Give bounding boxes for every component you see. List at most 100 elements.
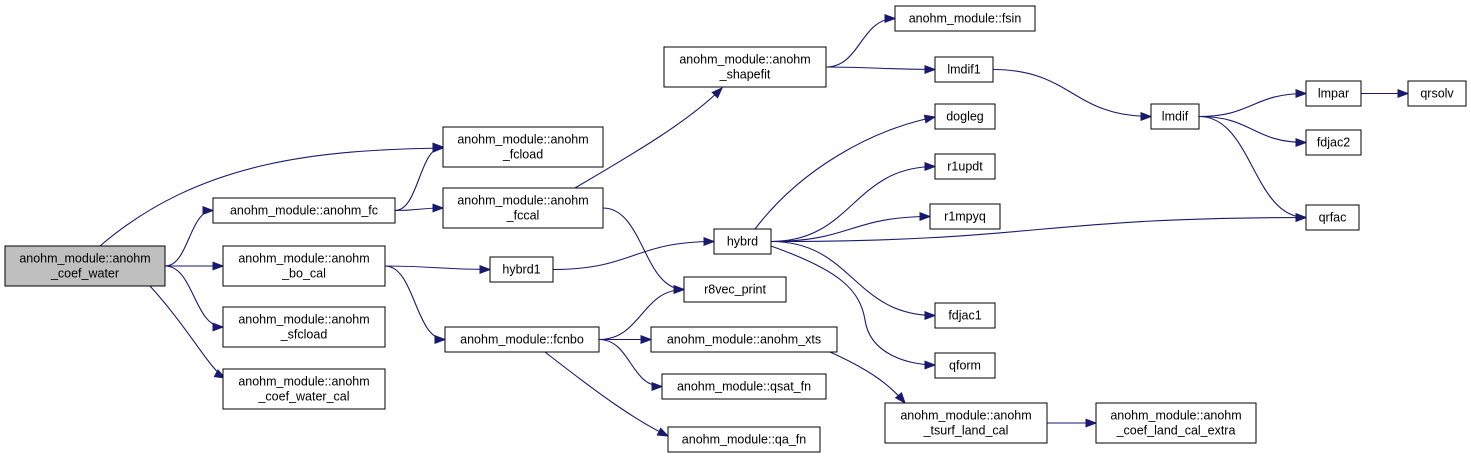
node-label: dogleg xyxy=(946,110,984,124)
node-coef-water[interactable]: anohm_module::anohm_coef_water xyxy=(4,245,166,287)
node-r1updt[interactable]: r1updt xyxy=(934,153,996,180)
node-bo-cal[interactable]: anohm_module::anohm_bo_cal xyxy=(222,245,386,287)
node-label: anohm_module::anohm xyxy=(1110,409,1241,423)
node-label: _coef_water_cal xyxy=(257,390,349,404)
node-label: r8vec_print xyxy=(704,283,766,297)
node-box xyxy=(650,326,838,353)
edge-lmpar-to-qrsolv xyxy=(1361,88,1410,99)
node-lmdif1[interactable]: lmdif1 xyxy=(934,56,994,83)
node-label: _fccal xyxy=(506,209,540,223)
edge-fccal-to-r8vec_print xyxy=(602,207,686,295)
node-label: hybrd xyxy=(727,235,758,249)
node-qsat-fn[interactable]: anohm_module::qsat_fn xyxy=(661,373,827,400)
node-xts[interactable]: anohm_module::anohm_xts xyxy=(650,326,838,353)
node-lmdif[interactable]: lmdif xyxy=(1150,103,1200,130)
node-coef-water-cal[interactable]: anohm_module::anohm_coef_water_cal xyxy=(222,368,386,410)
edge-hybrd-to-dogleg xyxy=(754,114,937,230)
node-label: anohm_module::qsat_fn xyxy=(677,380,811,394)
node-fsin[interactable]: anohm_module::fsin xyxy=(894,5,1036,32)
node-hybrd[interactable]: hybrd xyxy=(713,228,772,255)
node-fdjac2[interactable]: fdjac2 xyxy=(1305,129,1362,156)
node-label: _shapefit xyxy=(719,68,771,82)
edge-lmdif-to-fdjac2 xyxy=(1198,115,1308,148)
node-label: lmpar xyxy=(1318,87,1349,101)
node-r8vec-print[interactable]: r8vec_print xyxy=(683,276,787,303)
edge-shapefit-to-lmdif1 xyxy=(825,64,937,75)
edge-hybrd-to-fdjac1 xyxy=(770,240,937,321)
node-box xyxy=(1095,402,1257,444)
node-label: _sfcload xyxy=(280,328,328,342)
edge-fcnbo-to-xts xyxy=(599,334,653,345)
node-qrfac[interactable]: qrfac xyxy=(1305,204,1360,231)
node-qform[interactable]: qform xyxy=(934,352,996,379)
node-label: r1mpyq xyxy=(944,210,986,224)
node-r1mpyq[interactable]: r1mpyq xyxy=(929,203,1001,230)
node-box xyxy=(444,326,600,353)
node-box xyxy=(934,352,996,379)
node-label: r1updt xyxy=(947,160,983,174)
node-fc[interactable]: anohm_module::anohm_fc xyxy=(212,197,396,224)
node-label: lmdif1 xyxy=(947,63,980,77)
node-box xyxy=(1305,129,1362,156)
edges-layer xyxy=(99,13,1410,437)
node-fdjac1[interactable]: fdjac1 xyxy=(934,302,996,329)
node-box xyxy=(667,426,821,453)
node-shapefit[interactable]: anohm_module::anohm_shapefit xyxy=(663,46,827,88)
node-label: qform xyxy=(949,359,981,373)
edge-xts-to-tsurf_land_cal xyxy=(829,351,906,405)
node-label: anohm_module::anohm_xts xyxy=(667,333,821,347)
edge-fccal-to-shapefit xyxy=(574,87,723,189)
node-box xyxy=(934,103,996,130)
edge-coef_water-to-fcload xyxy=(99,143,445,247)
edge-fcnbo-to-qsat_fn xyxy=(598,338,664,392)
node-qa-fn[interactable]: anohm_module::qa_fn xyxy=(667,426,821,453)
edge-hybrd-to-r1updt xyxy=(770,161,937,243)
node-label: anohm_module::anohm xyxy=(900,409,1031,423)
node-box xyxy=(4,245,166,287)
node-box xyxy=(1305,80,1362,107)
node-box xyxy=(222,245,386,287)
node-label: anohm_module::qa_fn xyxy=(682,433,806,447)
node-coef-land-cal-extra[interactable]: anohm_module::anohm_coef_land_cal_extra xyxy=(1095,402,1257,444)
node-dogleg[interactable]: dogleg xyxy=(934,103,996,130)
edge-coef_water-to-sfcload xyxy=(164,265,225,332)
node-box xyxy=(934,56,994,83)
node-label: anohm_module::fcnbo xyxy=(460,333,584,347)
node-label: fdjac2 xyxy=(1317,136,1350,150)
edge-coef_water-to-fc xyxy=(164,205,215,267)
edge-bo_cal-to-hybrd1 xyxy=(384,264,492,275)
node-label: _bo_cal xyxy=(281,267,326,281)
node-label: anohm_module::anohm xyxy=(238,313,369,327)
node-sfcload[interactable]: anohm_module::anohm_sfcload xyxy=(222,306,386,348)
node-lmpar[interactable]: lmpar xyxy=(1305,80,1362,107)
node-fcnbo[interactable]: anohm_module::fcnbo xyxy=(444,326,600,353)
node-fcload[interactable]: anohm_module::anohm_fcload xyxy=(442,126,604,168)
node-box xyxy=(1305,204,1360,231)
edge-fcnbo-to-r8vec_print xyxy=(598,284,686,341)
edge-coef_water-to-bo_cal xyxy=(165,261,225,271)
edge-fc-to-fccal xyxy=(394,203,445,213)
node-box xyxy=(222,368,386,410)
edge-shapefit-to-fsin xyxy=(825,13,897,68)
node-box xyxy=(442,187,604,229)
node-box xyxy=(661,373,827,400)
node-qrsolv[interactable]: qrsolv xyxy=(1407,80,1467,107)
node-box xyxy=(929,203,1001,230)
node-box xyxy=(894,5,1036,32)
node-label: qrfac xyxy=(1319,211,1347,225)
node-hybrd1[interactable]: hybrd1 xyxy=(489,256,554,283)
node-box xyxy=(1407,80,1467,107)
edge-hybrd-to-qform xyxy=(767,244,937,370)
edge-coef_water-to-coef_water_cal xyxy=(149,285,227,379)
node-fccal[interactable]: anohm_module::anohm_fccal xyxy=(442,187,604,229)
node-label: _fcload xyxy=(502,148,543,162)
node-label: anohm_module::fsin xyxy=(909,12,1022,26)
node-tsurf-land-cal[interactable]: anohm_module::anohm_tsurf_land_cal xyxy=(884,402,1048,444)
node-label: anohm_module::anohm xyxy=(457,133,588,147)
node-label: anohm_module::anohm xyxy=(679,53,810,67)
edge-tsurf_land_cal-to-coef_land_cal_extra xyxy=(1047,418,1098,428)
node-label: anohm_module::anohm_fc xyxy=(230,204,378,218)
node-label: _coef_land_cal_extra xyxy=(1116,424,1236,438)
node-label: anohm_module::anohm xyxy=(238,375,369,389)
node-box xyxy=(212,197,396,224)
